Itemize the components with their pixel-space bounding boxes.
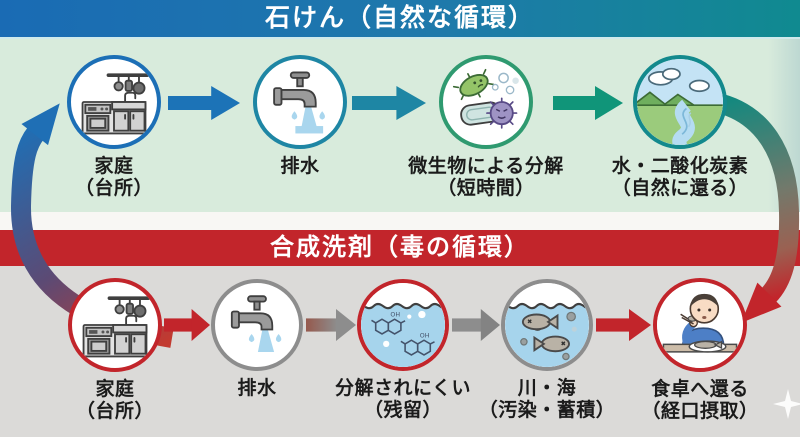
soap-arrow-3-icon (553, 86, 623, 120)
soap-microbes-label: 微生物による分解 （短時間） (408, 156, 563, 201)
detergent-drain-circle (211, 279, 303, 371)
detergent-arrow-2-icon (306, 309, 356, 341)
kitchen-icon (81, 73, 150, 135)
detergent-river-label: 川・海 （汚染・蓄積） (479, 378, 616, 423)
soap-node-nature: 水・二酸化炭素 （自然に還る） (585, 55, 775, 201)
soap-header-bar: 石けん（自然な循環） (0, 0, 800, 39)
svg-text:OH: OH (390, 312, 400, 319)
soap-drain-circle (253, 55, 347, 149)
node-label-line1: 家庭 (95, 379, 135, 400)
chemical-icon: OH OH (361, 283, 445, 367)
node-label-line2: （残留） (363, 400, 442, 422)
detergent-river-circle (501, 279, 593, 371)
svg-text:OH: OH (420, 333, 430, 340)
node-label-line2: （経口摂取） (641, 401, 759, 423)
soap-arrow-1-icon (168, 86, 240, 120)
detergent-home-label: 家庭 （台所） (76, 379, 154, 424)
kitchen-icon (82, 296, 151, 358)
microbes-icon (452, 68, 519, 129)
node-label-line2: （自然に還る） (611, 178, 749, 200)
detergent-drain-label: 排水 (237, 378, 276, 400)
node-label-line1: 微生物による分解 (408, 156, 564, 177)
soap-home-label: 家庭 （台所） (75, 156, 153, 201)
detergent-chemical-circle: OH OH (357, 279, 449, 371)
nature-icon (637, 59, 723, 145)
detergent-title: 合成洗剤（毒の循環） (270, 234, 530, 261)
soap-drain-label: 排水 (280, 156, 319, 178)
node-label-line2: （台所） (74, 178, 153, 200)
node-label-line1: 食卓へ還る (651, 379, 749, 400)
soap-microbes-circle (439, 55, 533, 149)
detergent-arrow-4-icon (596, 309, 651, 341)
detergent-home-circle (68, 278, 162, 372)
detergent-dining-label: 食卓へ還る （経口摂取） (641, 379, 758, 424)
soap-home-circle (67, 55, 161, 149)
detergent-node-chemical: OH OH 分解されにくい （残留） (308, 279, 498, 423)
fish-icon (505, 283, 589, 367)
detergent-node-river-sea: 川・海 （汚染・蓄積） (452, 279, 642, 423)
soap-title: 石けん（自然な循環） (264, 4, 535, 32)
node-label-line1: 家庭 (94, 156, 134, 177)
detergent-node-drain: 排水 (162, 279, 352, 400)
eating-icon (657, 282, 743, 368)
soap-nature-label: 水・二酸化炭素 （自然に還る） (612, 156, 749, 201)
detergent-dining-circle (653, 278, 747, 372)
node-label-line2: （短時間） (437, 178, 535, 200)
detergent-chemical-label: 分解されにくい （残留） (335, 378, 471, 423)
detergent-arrow-3-icon (452, 309, 500, 341)
soap-node-home: 家庭 （台所） (19, 55, 209, 201)
detergent-node-dining: 食卓へ還る （経口摂取） (605, 278, 795, 424)
faucet-icon (273, 71, 325, 134)
node-label-line2: （汚染・蓄積） (478, 400, 616, 422)
node-label-line1: 排水 (280, 156, 320, 177)
faucet-icon (230, 295, 282, 352)
soap-node-drain: 排水 (205, 55, 395, 178)
soap-arrow-2-icon (352, 86, 426, 120)
node-label-line1: 排水 (237, 378, 277, 399)
node-label-line1: 川・海 (517, 378, 577, 399)
section-divider (0, 212, 800, 230)
soap-node-microbes: 微生物による分解 （短時間） (391, 55, 581, 201)
node-label-line1: 分解されにくい (334, 378, 472, 399)
node-label-line1: 水・二酸化炭素 (611, 156, 749, 177)
detergent-header-bar: 合成洗剤（毒の循環） (0, 230, 800, 266)
soap-nature-circle (633, 55, 727, 149)
node-label-line2: （台所） (75, 401, 154, 423)
